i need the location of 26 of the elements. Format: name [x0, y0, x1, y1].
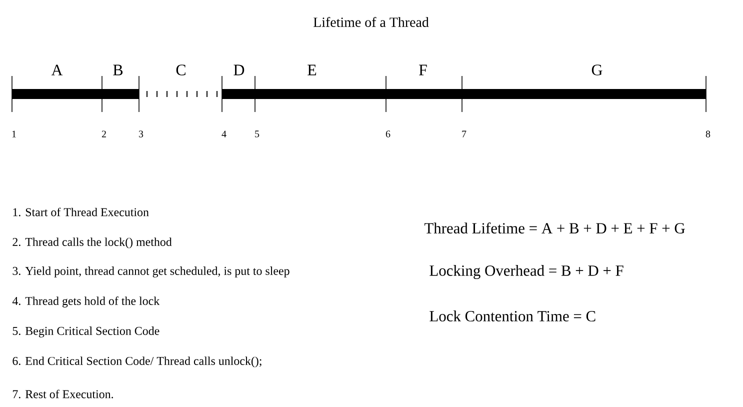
step-note: 5. Begin Critical Section Code [12, 326, 160, 338]
tick-number: 3 [139, 130, 144, 138]
tick-number: 4 [222, 130, 226, 138]
step-note: 3. Yield point, thread cannot get scheduled, is put to sleep [12, 266, 290, 278]
step-note: 7. Rest of Execution. [12, 390, 114, 398]
segment-letter: F [419, 64, 427, 76]
step-note: 2. Thread calls the lock() method [12, 238, 172, 248]
tick-number: 7 [462, 130, 466, 138]
equation: Locking Overhead = B + D + F [430, 264, 624, 280]
segment-letter: C [176, 64, 186, 76]
tick-number: 5 [255, 130, 260, 138]
segment-letter: B [113, 64, 123, 76]
segment-letter: A [51, 64, 63, 76]
step-note: 4. Thread gets hold of the lock [12, 296, 160, 308]
segment-letter: D [234, 64, 244, 76]
equation: Thread Lifetime = A + B + D + E + F + G [424, 222, 685, 234]
tick-number: 6 [386, 130, 390, 138]
tick-number: 2 [102, 130, 106, 138]
step-note: 6. End Critical Section Code/ Thread calls unlock(); [12, 356, 262, 368]
segment-letter: G [592, 64, 602, 76]
equation: Lock Contention Time = C [430, 310, 596, 322]
tick-number: 1 [12, 130, 16, 138]
tick-number: 8 [706, 130, 710, 138]
step-note: 1. Start of Thread Execution [13, 208, 149, 216]
segment-letter: E [308, 64, 316, 76]
title: Lifetime of a Thread [314, 17, 429, 27]
